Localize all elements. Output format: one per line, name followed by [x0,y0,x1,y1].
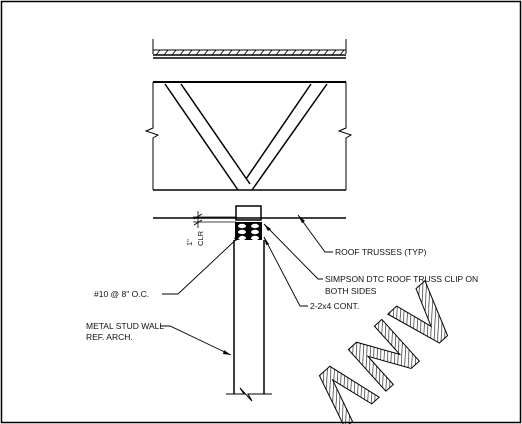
clearance-dimension [193,211,236,228]
clearance-dim-label: CLR [196,230,205,246]
note-truss-clip-line1: SIMPSON DTC ROOF TRUSS CLIP ON [325,274,478,284]
leader-lines [160,214,333,356]
truss-side-lines [144,82,353,190]
note-stud-wall-line1: METAL STUD WALL [86,321,164,331]
truss-bottom-chord [153,189,346,219]
note-roof-trusses: ROOF TRUSSES (TYP) [335,247,427,257]
note-stud-wall-line2: REF. ARCH. [86,332,133,342]
truss-web [164,83,328,191]
metal-stud-wall [226,240,272,402]
leader-arrows [223,215,305,355]
note-truss-clip-line2: BOTH SIDES [325,286,377,296]
note-top-plate: 2-2x4 CONT. [310,301,359,311]
note-screws: #10 @ 8" O.C. [94,289,149,299]
watermark [318,279,449,424]
truss-clip [235,205,262,221]
roof-sheathing [152,39,347,83]
top-plate [235,222,262,241]
clearance-dim-value: 1" [185,239,194,246]
